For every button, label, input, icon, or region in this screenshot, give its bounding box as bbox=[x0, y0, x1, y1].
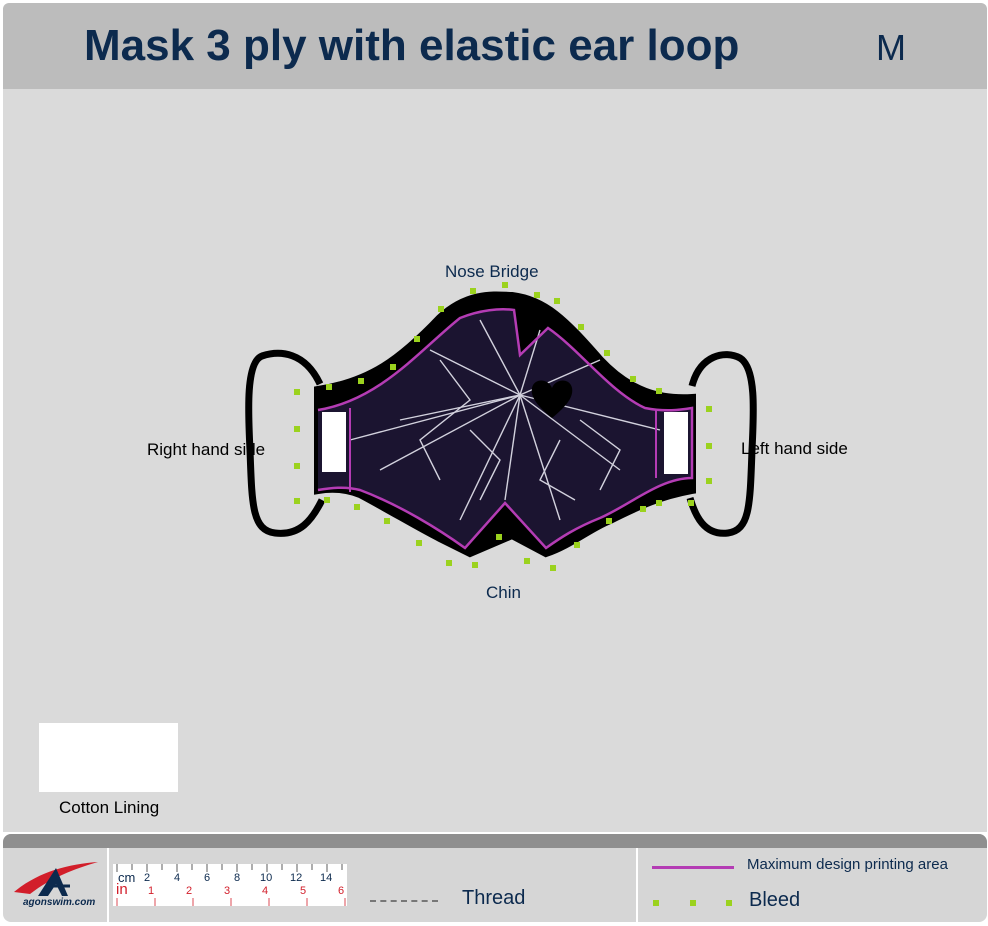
cm-tick: 6 bbox=[204, 872, 211, 884]
in-tick: 4 bbox=[262, 885, 269, 897]
ruler-icon bbox=[113, 864, 347, 906]
max-print-area-line bbox=[317, 308, 694, 550]
thread-line-swatch bbox=[370, 900, 438, 902]
in-tick: 6 bbox=[338, 885, 345, 897]
cm-tick: 14 bbox=[320, 872, 333, 884]
cm-tick: 10 bbox=[260, 872, 273, 884]
ruler-cm-label: cm bbox=[118, 870, 136, 885]
size-label: M bbox=[876, 27, 906, 68]
cotton-lining-swatch bbox=[39, 723, 178, 792]
bleed-dots bbox=[294, 282, 712, 571]
bleed-dot-swatch bbox=[690, 900, 696, 906]
in-tick: 5 bbox=[300, 885, 307, 897]
logo-text: agonswim.com bbox=[23, 897, 96, 908]
in-tick: 2 bbox=[186, 885, 193, 897]
left-side-label: Left hand side bbox=[741, 439, 848, 458]
heart-shape bbox=[531, 380, 573, 418]
cm-tick: 2 bbox=[144, 872, 151, 884]
left-tag-panel bbox=[664, 412, 688, 474]
max-area-label: Maximum design printing area bbox=[747, 856, 948, 873]
chin-label: Chin bbox=[486, 583, 521, 602]
in-tick: 1 bbox=[148, 885, 155, 897]
max-area-line-swatch bbox=[652, 866, 734, 869]
ruler-in-label: in bbox=[116, 881, 128, 898]
nose-bridge-label: Nose Bridge bbox=[445, 262, 539, 281]
right-ear-loop bbox=[245, 349, 326, 537]
bleed-label: Bleed bbox=[749, 889, 801, 911]
mask-print-area bbox=[318, 309, 692, 548]
cotton-lining-label: Cotton Lining bbox=[59, 798, 160, 817]
cm-tick: 12 bbox=[290, 872, 303, 884]
footer-top-band bbox=[3, 834, 987, 848]
footer-divider-right bbox=[636, 848, 638, 922]
agonswim-logo-icon bbox=[14, 862, 98, 896]
cm-tick: 8 bbox=[234, 872, 241, 884]
right-side-label: Right hand side bbox=[147, 440, 266, 459]
bleed-dot-swatch bbox=[653, 900, 659, 906]
bleed-dot-swatch bbox=[726, 900, 732, 906]
thread-label: Thread bbox=[462, 887, 526, 909]
cm-tick: 4 bbox=[174, 872, 181, 884]
page-title: Mask 3 ply with elastic ear loop bbox=[84, 21, 740, 70]
left-ear-loop bbox=[686, 351, 757, 537]
footer-divider-left bbox=[107, 848, 109, 922]
in-tick: 3 bbox=[224, 885, 231, 897]
right-tag-panel bbox=[322, 412, 346, 472]
header-bar: Mask 3 ply with elastic ear loop M bbox=[3, 3, 987, 89]
